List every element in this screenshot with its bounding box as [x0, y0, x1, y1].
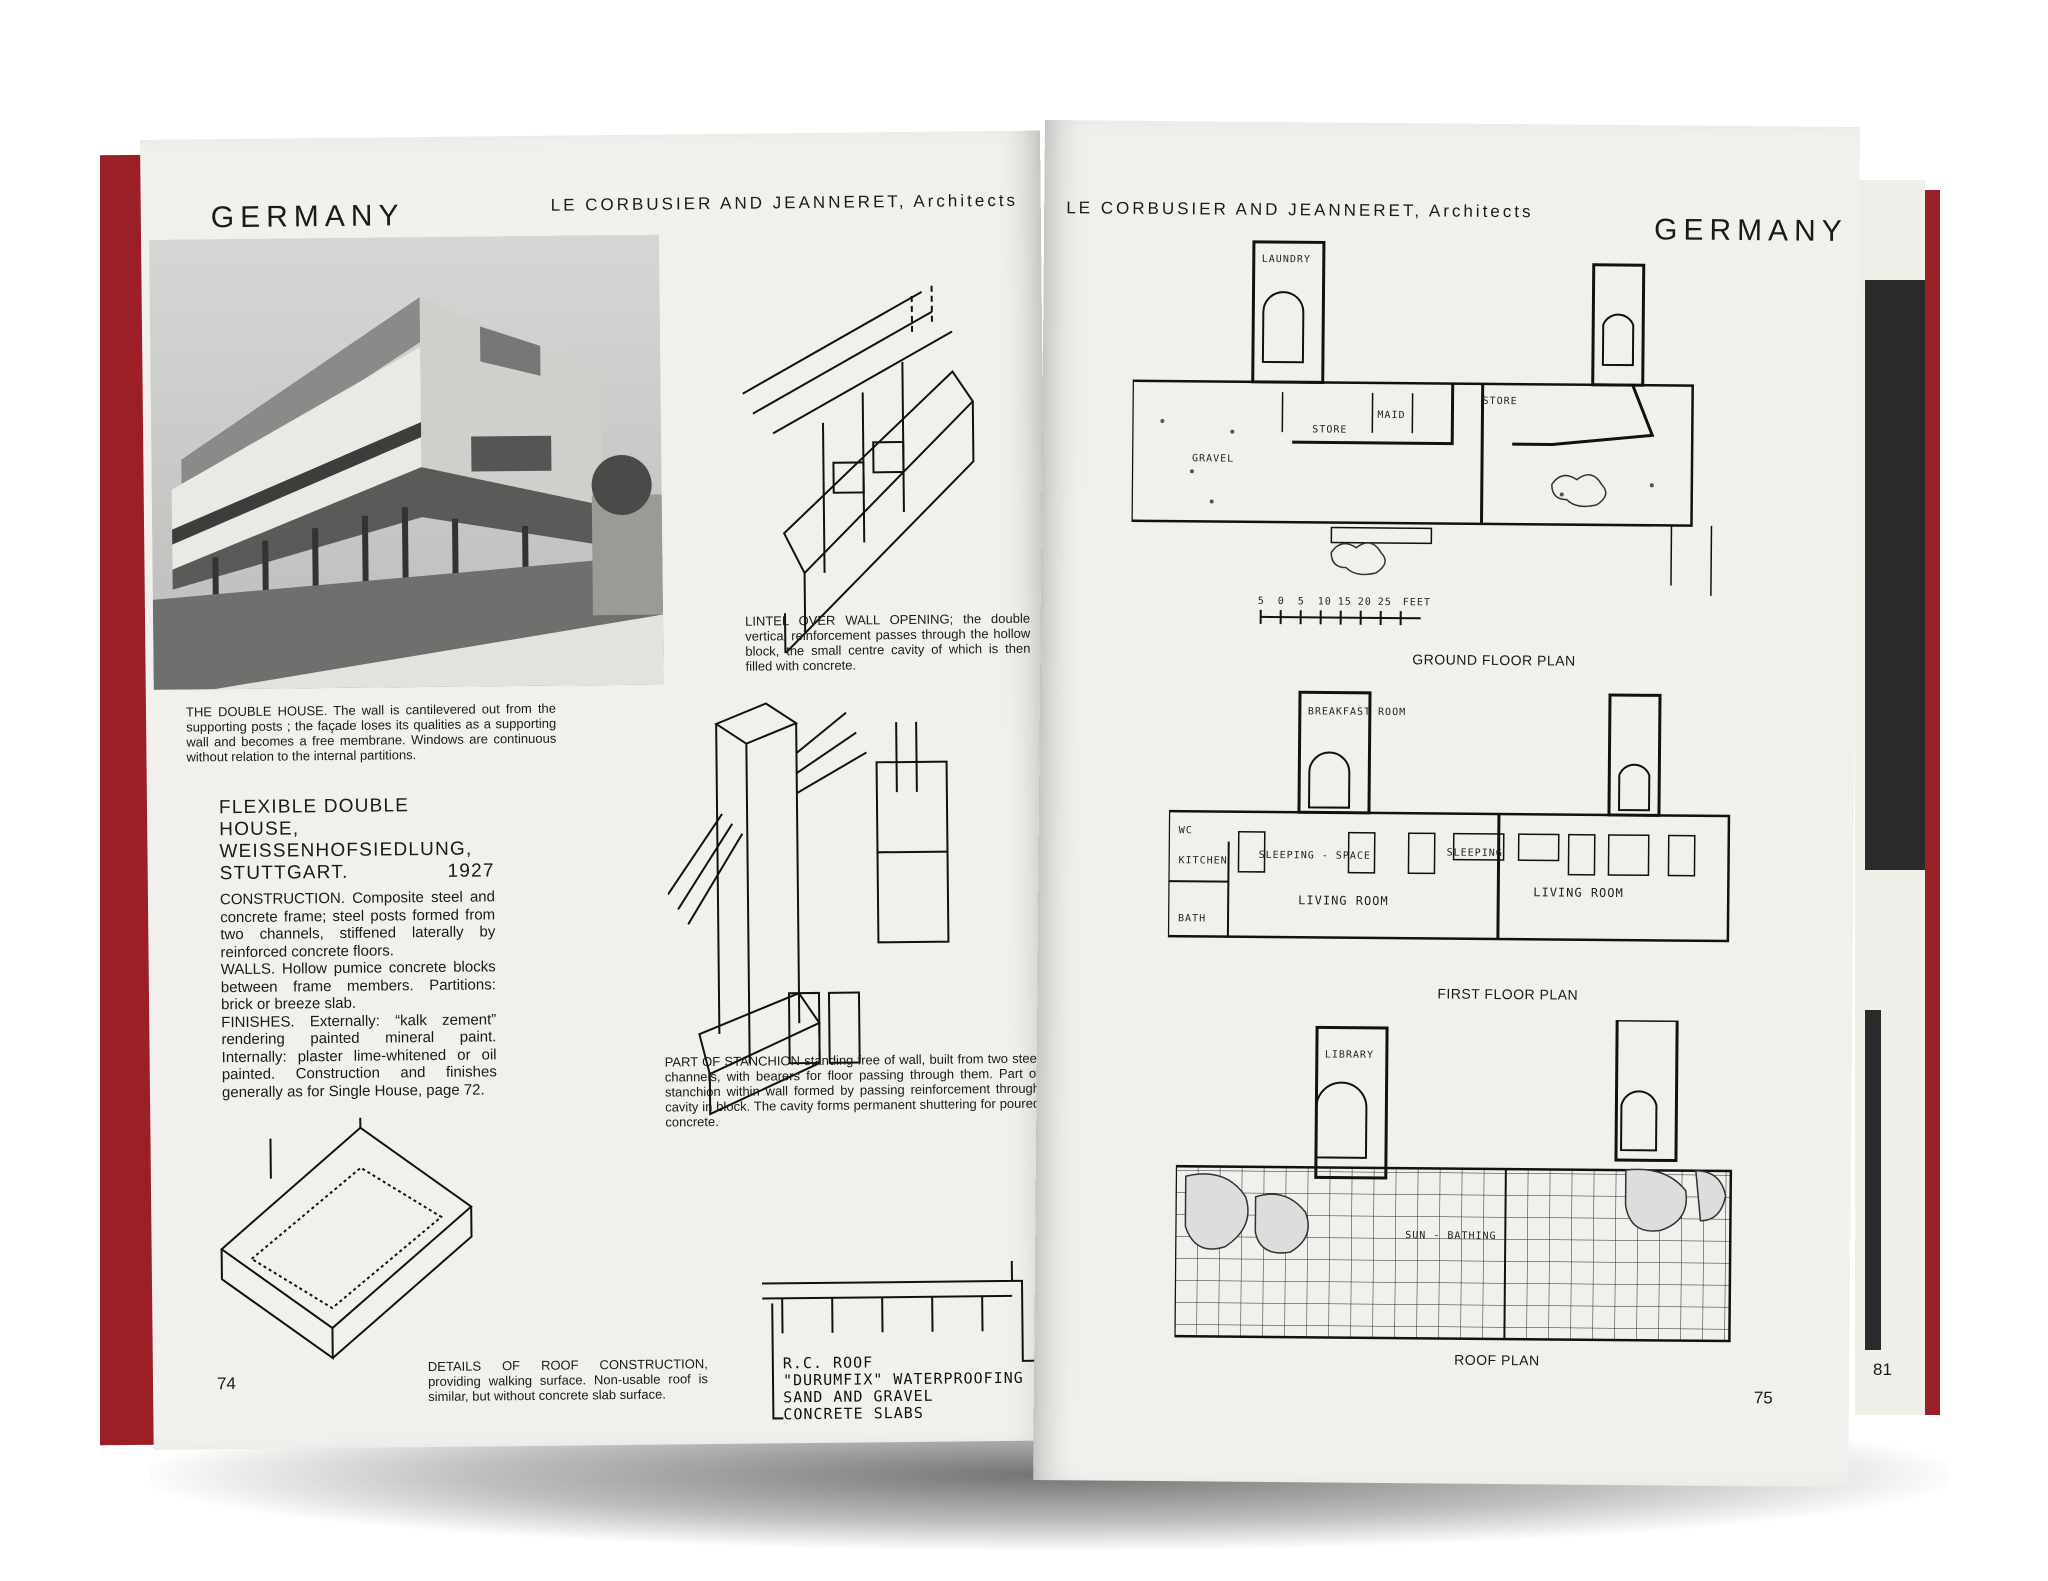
- title-line-3: STUTTGART. 1927: [220, 860, 495, 885]
- room-sun-bathing: SUN - BATHING: [1405, 1230, 1496, 1242]
- roof-plan-label: ROOF PLAN: [1454, 1351, 1540, 1369]
- room-living-2: LIVING ROOM: [1533, 885, 1624, 900]
- room-sleeping-space: SLEEPING - SPACE: [1259, 850, 1371, 862]
- room-breakfast: BREAKFAST ROOM: [1308, 706, 1406, 718]
- scale-20: 20: [1358, 597, 1372, 608]
- next-page-photo: [1865, 280, 1925, 870]
- spec-head: CONSTRUCTION.: [219, 889, 346, 909]
- room-store-1: STORE: [1483, 396, 1518, 407]
- right-page: LE CORBUSIER AND JEANNERET, Architects G…: [1033, 120, 1860, 1488]
- scale-unit: FEET: [1403, 597, 1431, 608]
- room-living-1: LIVING ROOM: [1298, 893, 1389, 908]
- ground-floor-plan: LAUNDRY STORE MAID STORE GRAVEL 5 0 5 10…: [1130, 240, 1713, 626]
- room-bath: BATH: [1178, 913, 1206, 924]
- title-year: 1927: [447, 860, 495, 882]
- room-wc: WC: [1179, 825, 1193, 836]
- roof-section-drawing: R.C. ROOF "DURUMFIX" WATERPROOFING SAND …: [761, 1260, 1043, 1423]
- architects-heading: LE CORBUSIER AND JEANNERET, Architects: [1066, 198, 1534, 222]
- room-laundry: LAUNDRY: [1262, 254, 1311, 265]
- country-heading: GERMANY: [210, 199, 405, 235]
- roof-section-label-1: R.C. ROOF: [783, 1353, 873, 1372]
- first-floor-label: FIRST FLOOR PLAN: [1437, 985, 1579, 1003]
- spec-walls: WALLS. Hollow pumice concrete blocks bet…: [221, 958, 497, 1013]
- lintel-caption: LINTEL OVER WALL OPENING; the double ver…: [744, 610, 1031, 674]
- ground-floor-label: GROUND FLOOR PLAN: [1412, 651, 1576, 669]
- room-kitchen: KITCHEN: [1178, 855, 1227, 866]
- scale-0: 0: [1278, 596, 1285, 607]
- room-store-2: STORE: [1312, 424, 1347, 435]
- scale-5a: 5: [1258, 596, 1265, 607]
- page-number-74: 74: [216, 1374, 237, 1394]
- left-page: GERMANY LE CORBUSIER AND JEANNERET, Arch…: [140, 130, 1054, 1450]
- project-title-block: FLEXIBLE DOUBLE HOUSE, WEISSENHOFSIEDLUN…: [219, 794, 497, 1101]
- room-library: LIBRARY: [1325, 1049, 1374, 1060]
- photo-caption: THE DOUBLE HOUSE. The wall is cantilever…: [185, 700, 557, 765]
- roof-section-label-3: SAND AND GRAVEL: [783, 1387, 934, 1407]
- scale-5b: 5: [1298, 596, 1305, 607]
- spec-construction: CONSTRUCTION. Composite steel and concre…: [220, 888, 496, 961]
- roof-caption: DETAILS OF ROOF CONSTRUCTION, providing …: [427, 1356, 709, 1405]
- title-line-2: WEISSENHOFSIEDLUNG,: [219, 838, 473, 863]
- title-line-1: FLEXIBLE DOUBLE HOUSE,: [218, 795, 410, 841]
- lintel-drawing: [742, 281, 975, 654]
- spec-list: CONSTRUCTION. Composite steel and concre…: [220, 888, 497, 1101]
- scale-15: 15: [1338, 597, 1352, 608]
- stanchion-drawing: [667, 702, 950, 1116]
- spec-finishes: FINISHES. Externally: “kalk zement” rend…: [221, 1011, 497, 1101]
- first-floor-plan: BREAKFAST ROOM WC KITCHEN SLEEPING - SPA…: [1167, 690, 1731, 943]
- spec-head: WALLS.: [220, 960, 276, 979]
- room-sleeping: SLEEPING: [1447, 848, 1503, 859]
- scale-10: 10: [1318, 596, 1332, 607]
- room-gravel: GRAVEL: [1192, 453, 1234, 464]
- roof-construction-drawing: [220, 1116, 473, 1361]
- page-number-75: 75: [1753, 1388, 1773, 1408]
- roof-plan: LIBRARY SUN - BATHING: [1174, 1018, 1733, 1343]
- double-house-photo: [149, 234, 664, 690]
- next-page-photo-2: [1865, 1010, 1881, 1350]
- next-page-edge: 81: [1855, 180, 1925, 1415]
- room-maid: MAID: [1377, 410, 1405, 421]
- page-number-81: 81: [1873, 1360, 1892, 1379]
- spec-head: FINISHES.: [221, 1012, 295, 1031]
- architects-heading: LE CORBUSIER AND JEANNERET, Architects: [550, 190, 1019, 215]
- roof-section-label-2: "DURUMFIX" WATERPROOFING: [783, 1369, 1024, 1390]
- stanchion-caption: PART OF STANCHION standing free of wall,…: [664, 1050, 1041, 1130]
- title-city: STUTTGART.: [219, 861, 349, 885]
- roof-section-label-4: CONCRETE SLABS: [783, 1404, 924, 1423]
- scale-25: 25: [1378, 597, 1392, 608]
